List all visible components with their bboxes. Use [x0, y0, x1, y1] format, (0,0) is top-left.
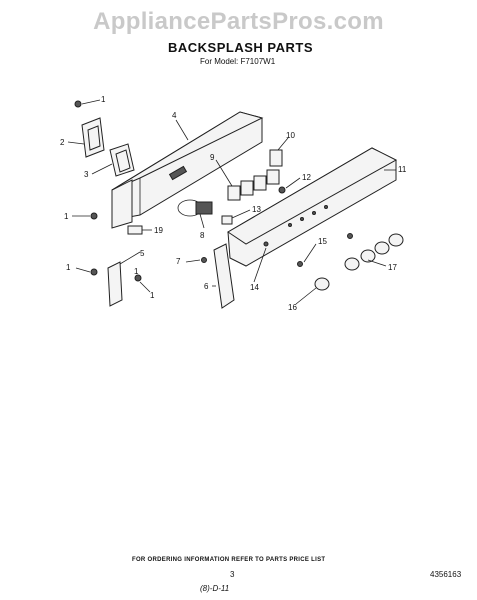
ordering-note: FOR ORDERING INFORMATION REFER TO PARTS …: [132, 557, 326, 563]
control-panel: [227, 147, 398, 267]
callout-label: 8: [200, 231, 205, 240]
callout-label: 7: [176, 257, 181, 266]
screw: [74, 100, 82, 108]
screw: [90, 268, 98, 276]
callout-label: 5: [140, 249, 145, 258]
callout-label: 3: [84, 170, 89, 179]
callout-label: 12: [302, 173, 311, 182]
screw: [297, 261, 303, 267]
revision-code: (8)-D-11: [200, 584, 230, 593]
right-trim: [213, 243, 235, 309]
callout-label: 17: [388, 263, 397, 272]
callout-label: 1: [134, 267, 139, 276]
page-number: 3: [230, 570, 235, 579]
document-number: 4356163: [430, 570, 462, 579]
control-knob-group: [344, 233, 404, 271]
callout-label: 19: [154, 226, 163, 235]
callout-label: 14: [250, 283, 259, 292]
model-subtitle: For Model: F7107W1: [200, 57, 276, 66]
callout-label: 1: [150, 291, 155, 300]
diagram-title: BACKSPLASH PARTS: [168, 40, 313, 55]
callout-label: 4: [172, 111, 177, 120]
wire-harness: [177, 199, 213, 217]
backsplash-panel: [111, 111, 264, 229]
watermark: AppliancePartsPros.com: [93, 8, 384, 35]
callout-labels: 1 2 3 4 1 9 10 12 11 1 13 8 19 5 1 7 1 6…: [60, 95, 407, 312]
callout-label: 2: [60, 138, 65, 147]
callout-label: 16: [288, 303, 297, 312]
mounting-bracket: [109, 143, 135, 177]
push-button-switch: [269, 149, 283, 167]
callout-label: 1: [101, 95, 106, 104]
callout-label: 1: [66, 263, 71, 272]
callout-label: 6: [204, 282, 209, 291]
callout-label: 13: [252, 205, 261, 214]
screw: [201, 257, 207, 263]
push-button-knob: [314, 277, 330, 291]
screw: [90, 212, 98, 220]
left-trim: [107, 261, 123, 307]
screw: [134, 274, 142, 282]
indicator-light: [278, 186, 286, 194]
clip: [221, 215, 233, 225]
callout-label: 1: [64, 212, 69, 221]
end-cap-bracket: [81, 117, 105, 158]
support-bracket: [127, 225, 143, 235]
infinite-switch-group: [227, 169, 280, 201]
leader-lines: [67, 99, 396, 305]
screw: [347, 233, 353, 239]
callout-label: 15: [318, 237, 327, 246]
callout-label: 11: [398, 165, 407, 174]
callout-label: 10: [286, 131, 295, 140]
callout-label: 9: [210, 153, 215, 162]
